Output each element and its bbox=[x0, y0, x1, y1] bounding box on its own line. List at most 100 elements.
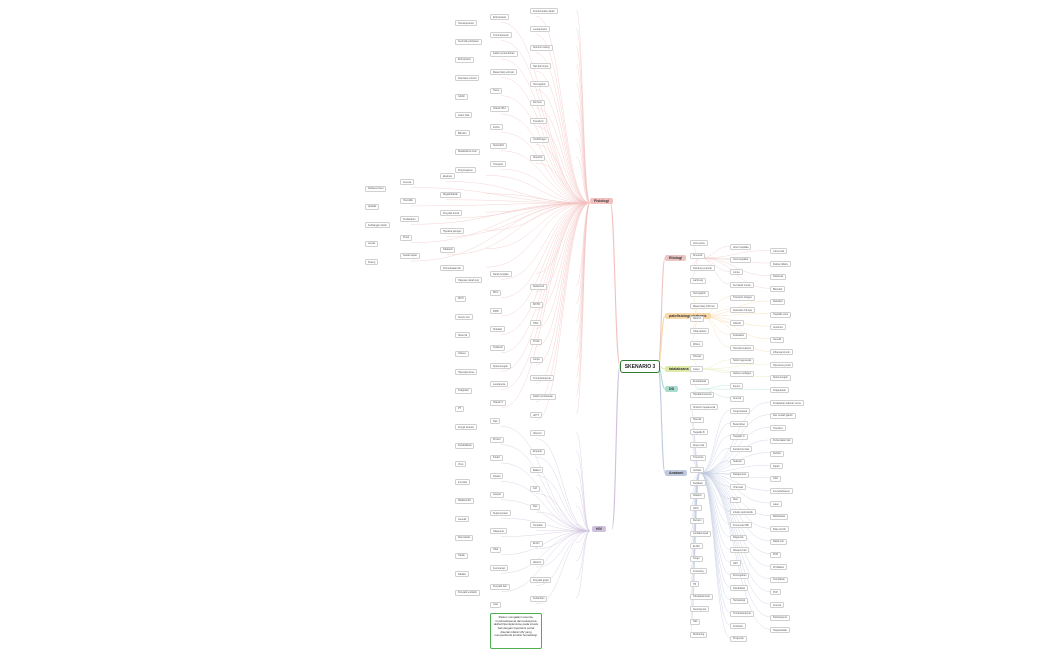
leaf-left[interactable]: RDW bbox=[490, 308, 502, 314]
leaf-right[interactable]: Western blot bbox=[730, 547, 750, 554]
leaf-right[interactable]: Genetik bbox=[770, 336, 785, 343]
leaf-left[interactable]: Fungsi sintesis bbox=[455, 424, 477, 431]
leaf-right[interactable]: Abses hati bbox=[690, 442, 708, 449]
leaf-left[interactable]: Penyakit ginjal bbox=[530, 577, 552, 584]
leaf-left[interactable]: Sistemik bbox=[455, 332, 471, 339]
leaf-left[interactable]: Pusing bbox=[365, 259, 379, 266]
leaf-right[interactable]: Limpa bbox=[730, 269, 743, 276]
leaf-left[interactable]: Anemia bbox=[400, 179, 415, 186]
leaf-left[interactable]: Feritin bbox=[490, 124, 503, 131]
leaf-right[interactable]: Hemokromatosis bbox=[730, 345, 754, 352]
leaf-right[interactable]: Fleksibel bbox=[770, 298, 786, 305]
leaf-right[interactable]: Hepatitis C bbox=[730, 433, 748, 440]
leaf-left[interactable]: Globin bbox=[455, 93, 468, 100]
leaf-right[interactable]: Pansitopenia bbox=[770, 614, 790, 621]
leaf-right[interactable]: Destruksi di limpa bbox=[730, 307, 755, 314]
leaf-left[interactable]: Sesak napas bbox=[400, 252, 420, 259]
leaf-right[interactable]: Hipertensi portal bbox=[770, 362, 794, 369]
leaf-right[interactable]: Duktus biliaris bbox=[770, 261, 791, 268]
leaf-left[interactable]: Bilirubin bbox=[455, 130, 470, 137]
leaf-left[interactable]: Albumin bbox=[530, 430, 545, 437]
branch-hiv[interactable]: HIV bbox=[592, 526, 606, 532]
leaf-right[interactable]: NAFLD bbox=[730, 320, 744, 326]
leaf-left[interactable]: Serum iron bbox=[455, 314, 473, 321]
leaf-right[interactable]: Vena porta bbox=[690, 240, 708, 246]
leaf-left[interactable]: Kolateral bbox=[490, 344, 506, 351]
leaf-right[interactable]: Stadium bbox=[690, 492, 705, 499]
leaf-right[interactable]: Laten bbox=[770, 501, 782, 508]
leaf-left[interactable]: Trombositopenia bbox=[530, 375, 554, 382]
leaf-right[interactable]: Akut bbox=[730, 496, 741, 503]
leaf-right[interactable]: Nodul regenerasi bbox=[730, 357, 755, 364]
leaf-left[interactable]: Portal bbox=[530, 338, 543, 345]
leaf-right[interactable]: Definisi bbox=[770, 450, 784, 457]
leaf-left[interactable]: Lemas bbox=[365, 240, 379, 247]
leaf-left[interactable]: Transferin bbox=[530, 118, 547, 125]
leaf-left[interactable]: Alkohol bbox=[530, 559, 544, 566]
leaf-right[interactable]: Alkohol bbox=[690, 315, 704, 322]
leaf-right[interactable]: Karsinoma hati bbox=[730, 446, 752, 453]
leaf-right[interactable]: Hemoglobin bbox=[690, 290, 709, 297]
leaf-right[interactable]: Patogenesis bbox=[730, 471, 750, 478]
leaf-right[interactable]: TB bbox=[690, 581, 700, 588]
leaf-right[interactable]: Hati bbox=[690, 618, 701, 625]
leaf-left[interactable]: Heme bbox=[490, 87, 503, 94]
leaf-left[interactable]: Hemoglobin bbox=[530, 81, 549, 88]
branch-patofisiologi[interactable]: patofisiologi cirrhosis bbox=[665, 313, 711, 319]
leaf-right[interactable]: AIDS bbox=[690, 505, 702, 512]
leaf-left[interactable]: Hemolitik bbox=[400, 197, 416, 204]
leaf-right[interactable]: Trombositopenia bbox=[730, 610, 754, 617]
leaf-left[interactable]: Genetik bbox=[455, 516, 470, 523]
leaf-left[interactable]: Leukopoiesis bbox=[530, 26, 550, 33]
leaf-right[interactable]: ARV bbox=[730, 560, 741, 566]
root-node[interactable]: SKENARIO 3 bbox=[620, 360, 660, 373]
leaf-right[interactable]: Masa hidup 120 hari bbox=[690, 303, 718, 310]
leaf-right[interactable]: Viral load bbox=[730, 484, 746, 491]
leaf-left[interactable]: Diet bbox=[530, 503, 541, 510]
branch-dd[interactable]: DD bbox=[665, 386, 679, 392]
leaf-left[interactable]: Urobilinogen bbox=[530, 136, 550, 143]
leaf-right[interactable]: Diare kronik bbox=[770, 526, 789, 533]
leaf-right[interactable]: Koagulopati bbox=[770, 387, 789, 394]
leaf-right[interactable]: Prognosis bbox=[730, 635, 747, 642]
leaf-right[interactable]: Inflamasi kronik bbox=[770, 349, 793, 356]
leaf-right[interactable]: Kandidiasis bbox=[730, 585, 749, 592]
leaf-right[interactable]: Fibrosis bbox=[690, 353, 705, 360]
leaf-left[interactable]: Hati dan limpa bbox=[530, 63, 552, 70]
leaf-left[interactable]: Virus bbox=[455, 461, 467, 468]
leaf-right[interactable]: CD4 bbox=[770, 475, 781, 482]
leaf-right[interactable]: Manifestasi bbox=[770, 513, 789, 520]
leaf-left[interactable]: Ekskresi bbox=[440, 173, 456, 180]
leaf-right[interactable]: Kandung empedu bbox=[690, 265, 715, 272]
leaf-left[interactable]: Hipoksia jaringan bbox=[440, 228, 465, 235]
leaf-right[interactable]: Hipoalbuminemia bbox=[690, 391, 715, 398]
leaf-left[interactable]: Faktor pertumbuhan bbox=[490, 50, 518, 57]
leaf-right[interactable]: Anemia bbox=[770, 602, 785, 609]
leaf-right[interactable]: Sindrom hepatorenal bbox=[690, 404, 719, 411]
leaf-right[interactable]: Wilson bbox=[690, 341, 704, 348]
leaf-left[interactable]: Toksik bbox=[455, 552, 468, 559]
leaf-left[interactable]: Parasit bbox=[490, 473, 504, 480]
leaf-left[interactable]: Usia bbox=[490, 601, 501, 608]
leaf-left[interactable]: Vitamin K bbox=[490, 399, 507, 406]
leaf-left[interactable]: Gizi bbox=[530, 485, 541, 492]
leaf-left[interactable]: Hematopoiesis bbox=[455, 20, 477, 27]
leaf-right[interactable]: Replikasi bbox=[690, 480, 706, 486]
leaf-left[interactable]: Penyakit hati bbox=[490, 583, 510, 590]
leaf-left[interactable]: Obat bbox=[490, 546, 502, 553]
leaf-right[interactable]: Penurunan BB bbox=[730, 522, 752, 529]
leaf-right[interactable]: Transmisi bbox=[690, 454, 707, 461]
leaf-left[interactable]: Eritropoiesis bbox=[490, 14, 510, 21]
leaf-right[interactable]: ELISA bbox=[690, 543, 703, 550]
leaf-left[interactable]: Varises bbox=[455, 350, 469, 357]
leaf-right[interactable]: Autoimun bbox=[770, 324, 787, 331]
leaf-right[interactable]: Splenomegali bbox=[770, 374, 791, 381]
leaf-left[interactable]: Retikulosit bbox=[530, 283, 548, 290]
leaf-right[interactable]: Beta bloker bbox=[730, 421, 749, 428]
leaf-left[interactable]: Masa hidup eritrosit bbox=[490, 69, 517, 76]
leaf-left[interactable]: Aplastik bbox=[365, 203, 380, 210]
leaf-right[interactable]: Diuretik bbox=[690, 416, 705, 423]
leaf-left[interactable]: Enzim bbox=[530, 540, 543, 547]
leaf-left[interactable]: Sterkobilin bbox=[490, 142, 508, 149]
leaf-right[interactable]: Rapid test bbox=[770, 538, 787, 545]
